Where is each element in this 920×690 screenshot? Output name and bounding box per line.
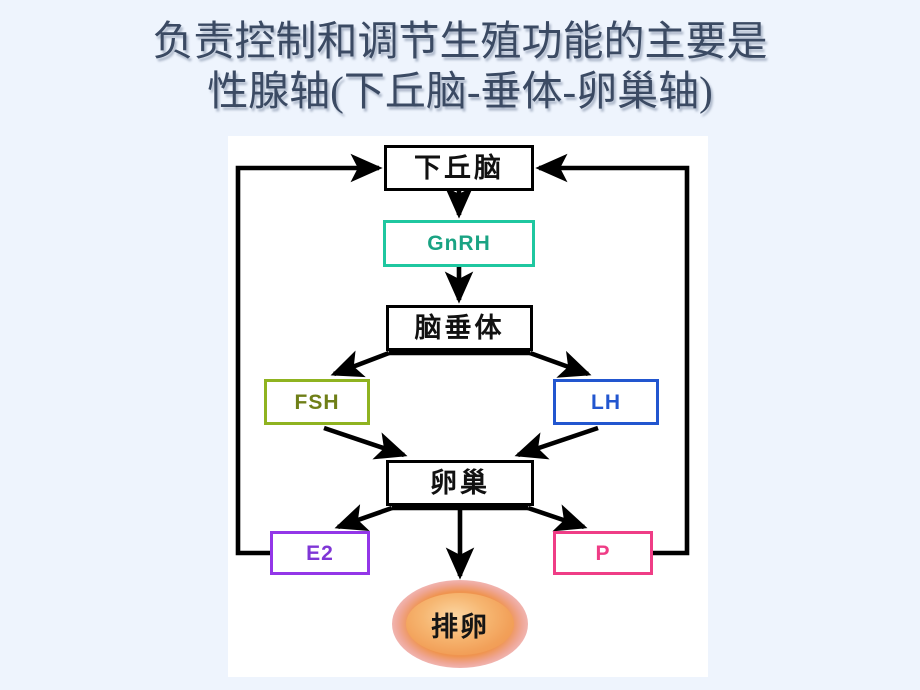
node-lh[interactable]: LH — [553, 379, 659, 425]
node-lh-label: LH — [591, 390, 621, 414]
ovulation-fill — [406, 593, 514, 655]
node-ovary[interactable]: 卵巢 — [386, 460, 534, 506]
edge-e2-feedback — [235, 153, 383, 556]
edge-pituitary-lh — [529, 350, 592, 378]
diagram-connectors — [235, 153, 690, 580]
node-gnrh-label: GnRH — [427, 232, 491, 255]
node-ovulation[interactable]: 排卵 — [392, 580, 528, 668]
edge-lh-ovary — [514, 425, 599, 460]
edge-fsh-ovary — [323, 425, 408, 460]
node-pituitary-label: 脑垂体 — [414, 312, 505, 343]
diagram-stage: 下丘脑 GnRH 脑垂体 FSH LH 卵巢 E2 P 排卵 — [228, 136, 708, 677]
node-gnrh[interactable]: GnRH — [383, 220, 535, 267]
node-hypothalamus[interactable]: 下丘脑 — [384, 145, 534, 191]
edge-ovary-e2 — [334, 504, 393, 531]
node-fsh[interactable]: FSH — [264, 379, 370, 425]
node-hypothalamus-label: 下丘脑 — [414, 152, 504, 183]
edge-pituitary-fsh — [330, 350, 390, 378]
diagram-panel: 下丘脑 GnRH 脑垂体 FSH LH 卵巢 E2 P 排卵 — [228, 136, 708, 677]
node-ovary-label: 卵巢 — [430, 467, 490, 498]
node-e2-label: E2 — [306, 541, 334, 565]
node-pituitary[interactable]: 脑垂体 — [386, 305, 533, 351]
node-p[interactable]: P — [553, 531, 653, 575]
node-p-label: P — [595, 541, 611, 565]
edge-ovary-p — [527, 504, 588, 532]
page-title: 负责控制和调节生殖功能的主要是 性腺轴(下丘脑-垂体-卵巢轴) — [152, 18, 768, 114]
edge-p-feedback — [535, 153, 690, 556]
node-ovulation-label: 排卵 — [431, 611, 489, 642]
node-fsh-label: FSH — [294, 390, 340, 414]
node-e2[interactable]: E2 — [270, 531, 370, 575]
